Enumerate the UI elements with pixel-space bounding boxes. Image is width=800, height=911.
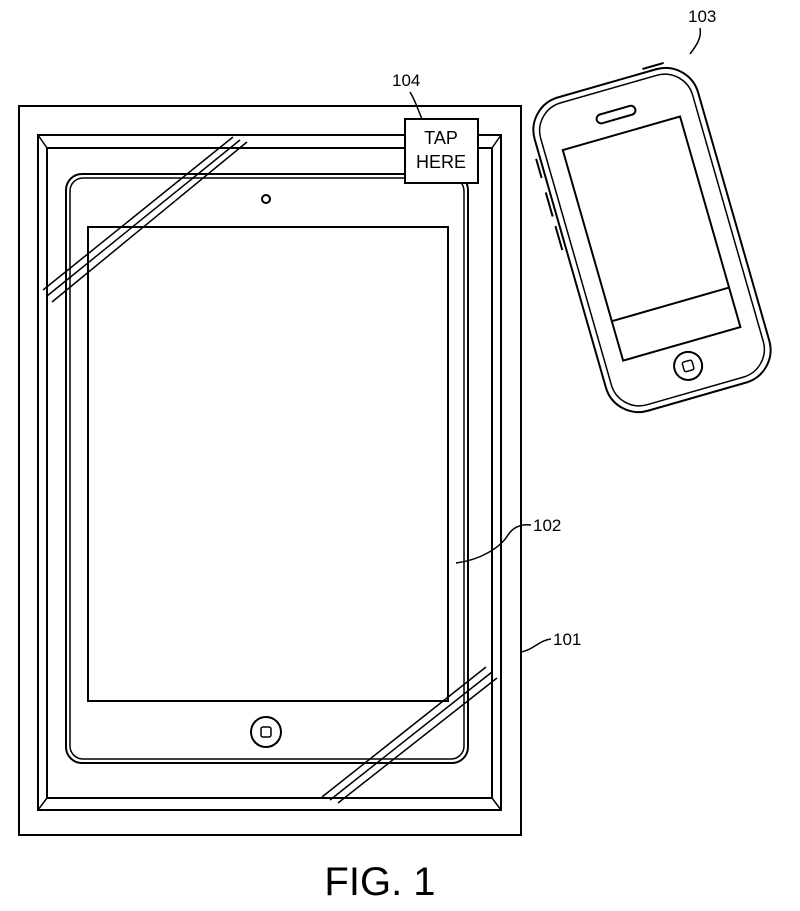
- frame-inner-edge: [37, 134, 502, 811]
- ref-label-104: 104: [392, 71, 420, 90]
- phone-home-square-icon: [681, 359, 695, 373]
- phone-side-button-1: [535, 158, 543, 179]
- tag-box: [404, 118, 479, 184]
- tablet-body-inner: [69, 177, 465, 760]
- phone-body-inner: [538, 73, 766, 407]
- leader-line-102: [455, 524, 532, 564]
- tap-here-tag: TAP HERE: [404, 118, 479, 184]
- tag-line-2: HERE: [416, 152, 466, 172]
- tablet-home-button-icon: [250, 716, 282, 748]
- phone-body: [532, 66, 772, 414]
- tablet-screen: [87, 226, 449, 702]
- figure-caption: FIG. 1: [324, 860, 435, 904]
- tablet-body: [65, 173, 469, 764]
- tablet-home-square-icon: [260, 726, 272, 738]
- tag-line-1: TAP: [424, 128, 458, 148]
- ref-label-101: 101: [553, 630, 581, 649]
- ref-label-103: 103: [688, 7, 716, 26]
- phone-side-button-3: [554, 225, 564, 251]
- reference-tag: 104: [392, 71, 423, 120]
- leader-line-103: [689, 27, 702, 55]
- phone-side-button-2: [544, 192, 554, 217]
- glass-reflection-bottom: [321, 666, 498, 804]
- reference-frame: 101: [520, 630, 581, 653]
- phone-speaker-icon: [595, 104, 637, 125]
- reference-tablet: 102: [455, 516, 561, 564]
- leader-line-101: [520, 638, 552, 653]
- tablet-camera-icon: [261, 194, 271, 204]
- frame-outer-edge: [18, 105, 522, 836]
- phone-device: [532, 61, 772, 414]
- phone-screen-divider: [611, 286, 730, 323]
- phone-screen: [561, 115, 742, 362]
- ref-label-102: 102: [533, 516, 561, 535]
- glass-reflection-top: [42, 136, 248, 303]
- phone-top-button: [642, 61, 664, 70]
- tablet-device: [65, 173, 469, 764]
- leader-line-104: [409, 91, 423, 120]
- reference-phone: 103: [688, 7, 716, 55]
- display-frame: [18, 105, 522, 836]
- phone-home-button-icon: [673, 350, 704, 381]
- frame-bevel-corners: [37, 134, 502, 811]
- frame-bevel-inner: [46, 147, 493, 799]
